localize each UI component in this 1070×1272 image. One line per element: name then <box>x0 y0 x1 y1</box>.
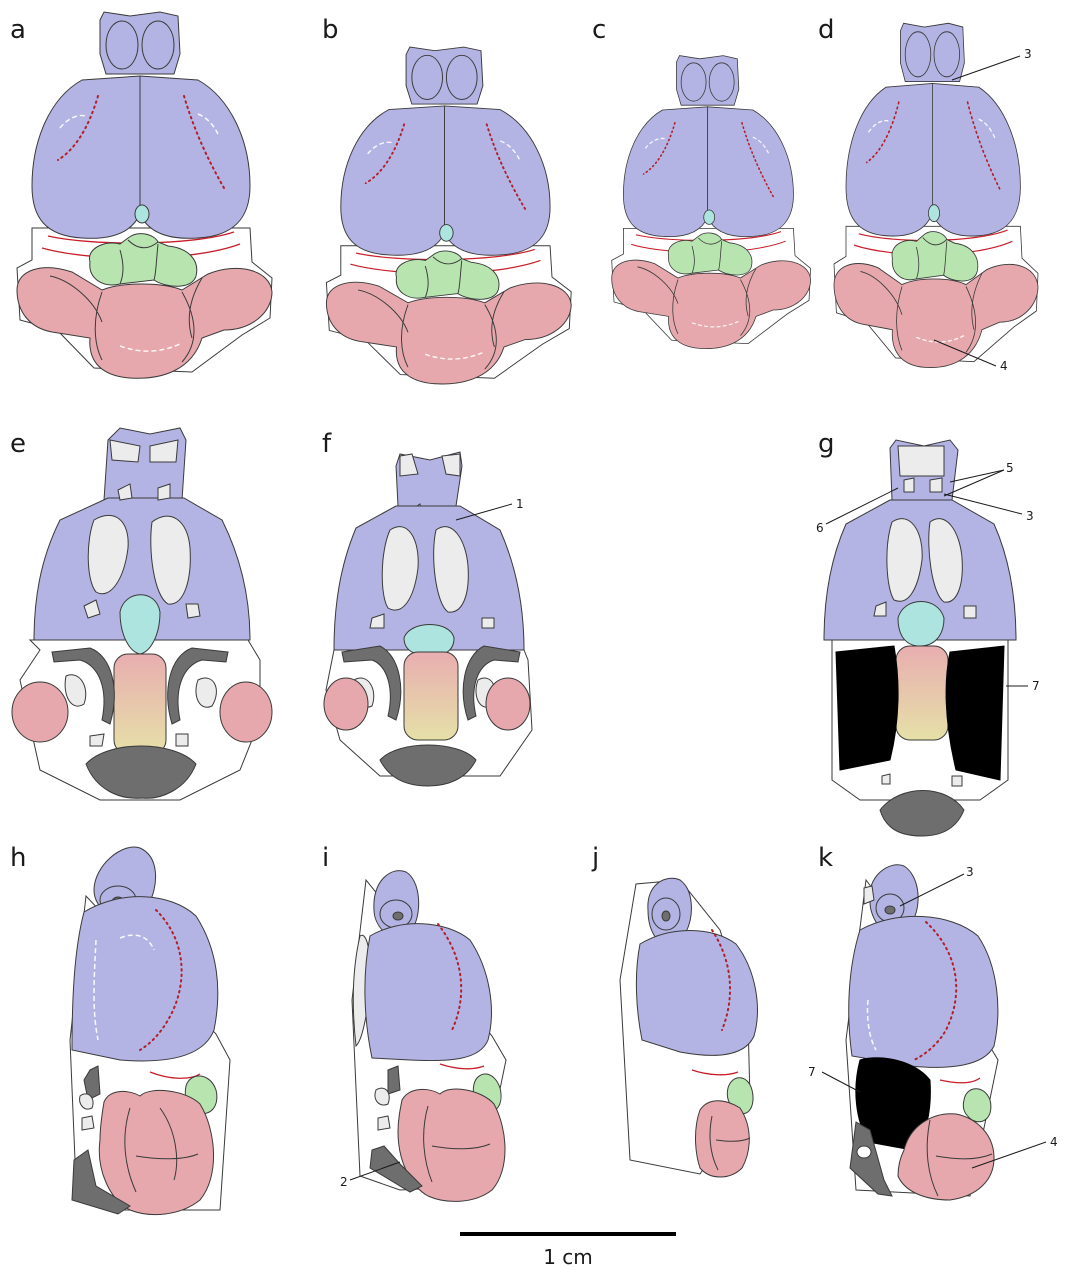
panel-b <box>326 47 571 384</box>
callout-d-4: 4 <box>1000 359 1008 373</box>
panel-f <box>324 452 532 786</box>
callout-g-5: 5 <box>1006 461 1014 475</box>
callout-f-1: 1 <box>516 497 524 511</box>
panel-label-i: i <box>322 843 329 873</box>
panel-label-g: g <box>818 429 835 459</box>
callout-g-3: 3 <box>1026 509 1034 523</box>
callout-k-3: 3 <box>966 865 974 879</box>
panel-d <box>834 23 1038 367</box>
callout-g-7: 7 <box>1032 679 1040 693</box>
panel-k <box>846 865 998 1200</box>
callout-i-2: 2 <box>340 1175 348 1189</box>
callout-d-3: 3 <box>1024 47 1032 61</box>
scale-bar: 1 cm <box>460 1234 676 1269</box>
panel-h <box>70 847 230 1215</box>
panel-c <box>612 56 811 349</box>
panel-label-c: c <box>592 15 606 45</box>
panel-i <box>352 871 506 1202</box>
panel-e <box>12 428 272 800</box>
panel-label-d: d <box>818 15 835 45</box>
panel-label-f: f <box>322 429 332 459</box>
panel-g <box>824 440 1016 836</box>
panel-label-k: k <box>818 843 833 873</box>
panel-a <box>17 12 272 378</box>
panel-label-b: b <box>322 15 339 45</box>
panel-label-a: a <box>10 15 26 45</box>
panel-j <box>620 878 757 1177</box>
panel-label-j: j <box>591 843 599 873</box>
panel-label-h: h <box>10 843 26 873</box>
callout-k-7: 7 <box>808 1065 816 1079</box>
callout-k-4: 4 <box>1050 1135 1058 1149</box>
callout-g-6: 6 <box>816 521 824 535</box>
panel-label-e: e <box>10 429 26 459</box>
scale-bar-label: 1 cm <box>543 1245 593 1269</box>
